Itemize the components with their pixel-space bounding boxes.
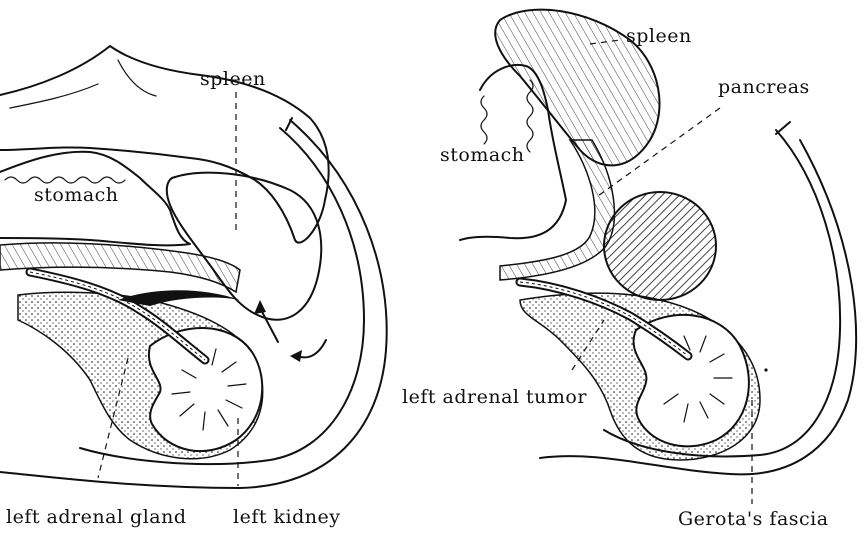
left-arrow-2-head	[290, 350, 302, 362]
left-pancreas	[0, 243, 240, 292]
label-left-spleen: spleen	[200, 70, 266, 89]
label-left-adrenal-gland: left adrenal gland	[6, 508, 187, 527]
left-arrow-1-head	[254, 300, 266, 314]
label-right-spleen: spleen	[626, 27, 692, 46]
right-dot-marker	[764, 368, 767, 371]
left-hand-fold	[10, 60, 156, 108]
right-stomach-rugae	[481, 80, 533, 152]
left-hand	[0, 46, 329, 243]
right-fascia-tip	[776, 122, 790, 134]
left-kidney	[149, 328, 262, 451]
label-left-kidney: left kidney	[233, 508, 341, 527]
label-left-stomach: stomach	[34, 186, 119, 205]
left-fascia-inner	[286, 118, 292, 130]
label-right-gerota-fascia: Gerota's fascia	[678, 510, 829, 529]
left-arrow-1	[260, 308, 278, 342]
label-right-adrenal-tumor: left adrenal tumor	[402, 388, 587, 407]
label-right-stomach: stomach	[440, 146, 525, 165]
left-figure	[0, 46, 387, 488]
left-stomach-rugae	[5, 177, 125, 183]
right-adrenal-tumor	[604, 192, 716, 300]
label-right-pancreas: pancreas	[718, 78, 810, 97]
